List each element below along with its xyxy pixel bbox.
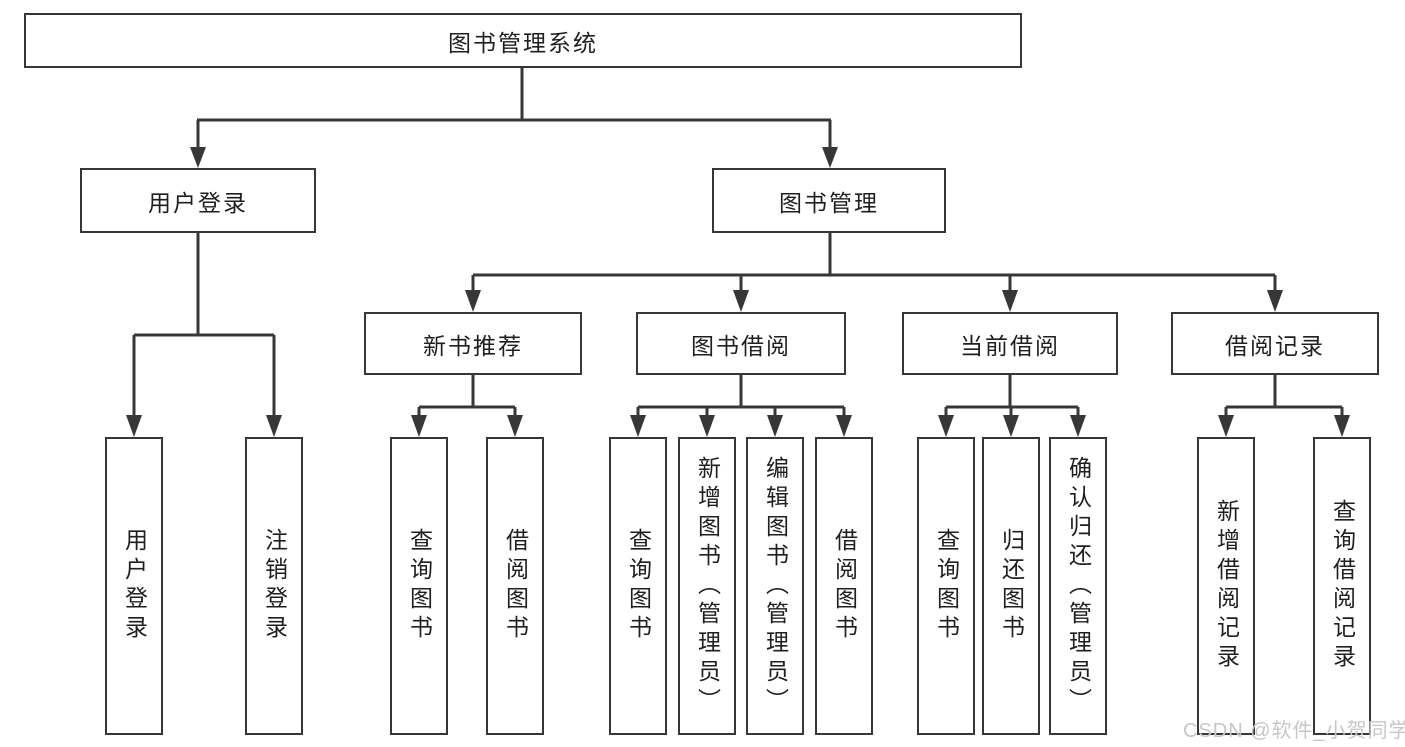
leaf-add-books-admin: 新增图书（管理员）	[678, 437, 736, 735]
leaf-current-query-books-label: 查询图书	[933, 528, 960, 644]
leaf-return-books: 归还图书	[982, 437, 1040, 735]
leaf-user-login-label: 用户登录	[121, 528, 148, 644]
leaf-current-query-books: 查询图书	[917, 437, 975, 735]
node-current-borrowing: 当前借阅	[902, 312, 1118, 375]
leaf-add-borrow-record-label: 新增借阅记录	[1213, 499, 1240, 673]
leaf-recommend-query-books-label: 查询图书	[406, 528, 433, 644]
leaf-borrowing-query-books: 查询图书	[609, 437, 667, 735]
arrowhead-icons	[126, 147, 1350, 437]
node-new-book-recommend: 新书推荐	[364, 312, 582, 375]
node-library-system: 图书管理系统	[24, 13, 1022, 68]
csdn-watermark: CSDN @软件_小贺同学	[1183, 720, 1405, 742]
node-borrow-records: 借阅记录	[1171, 312, 1379, 375]
leaf-edit-books-admin-label: 编辑图书（管理员）	[762, 455, 789, 717]
leaf-logout-label: 注销登录	[261, 528, 288, 644]
leaf-confirm-return-admin: 确认归还（管理员）	[1049, 437, 1107, 735]
leaf-edit-books-admin: 编辑图书（管理员）	[746, 437, 804, 735]
leaf-borrow-books: 借阅图书	[815, 437, 873, 735]
leaf-recommend-borrow-books-label: 借阅图书	[502, 528, 529, 644]
leaf-borrow-books-label: 借阅图书	[831, 528, 858, 644]
leaf-recommend-borrow-books: 借阅图书	[486, 437, 544, 735]
leaf-query-borrow-record: 查询借阅记录	[1313, 437, 1371, 735]
leaf-return-books-label: 归还图书	[998, 528, 1025, 644]
node-user-login: 用户登录	[80, 168, 316, 233]
leaf-confirm-return-admin-label: 确认归还（管理员）	[1065, 455, 1092, 717]
leaf-logout: 注销登录	[245, 437, 303, 735]
node-book-borrowing: 图书借阅	[636, 312, 846, 375]
connector-lines	[132, 68, 1344, 417]
leaf-user-login: 用户登录	[105, 437, 163, 735]
leaf-add-books-admin-label: 新增图书（管理员）	[694, 455, 721, 717]
node-book-management: 图书管理	[712, 168, 946, 233]
leaf-add-borrow-record: 新增借阅记录	[1197, 437, 1255, 735]
leaf-borrowing-query-books-label: 查询图书	[625, 528, 652, 644]
leaf-query-borrow-record-label: 查询借阅记录	[1329, 499, 1356, 673]
leaf-recommend-query-books: 查询图书	[390, 437, 448, 735]
